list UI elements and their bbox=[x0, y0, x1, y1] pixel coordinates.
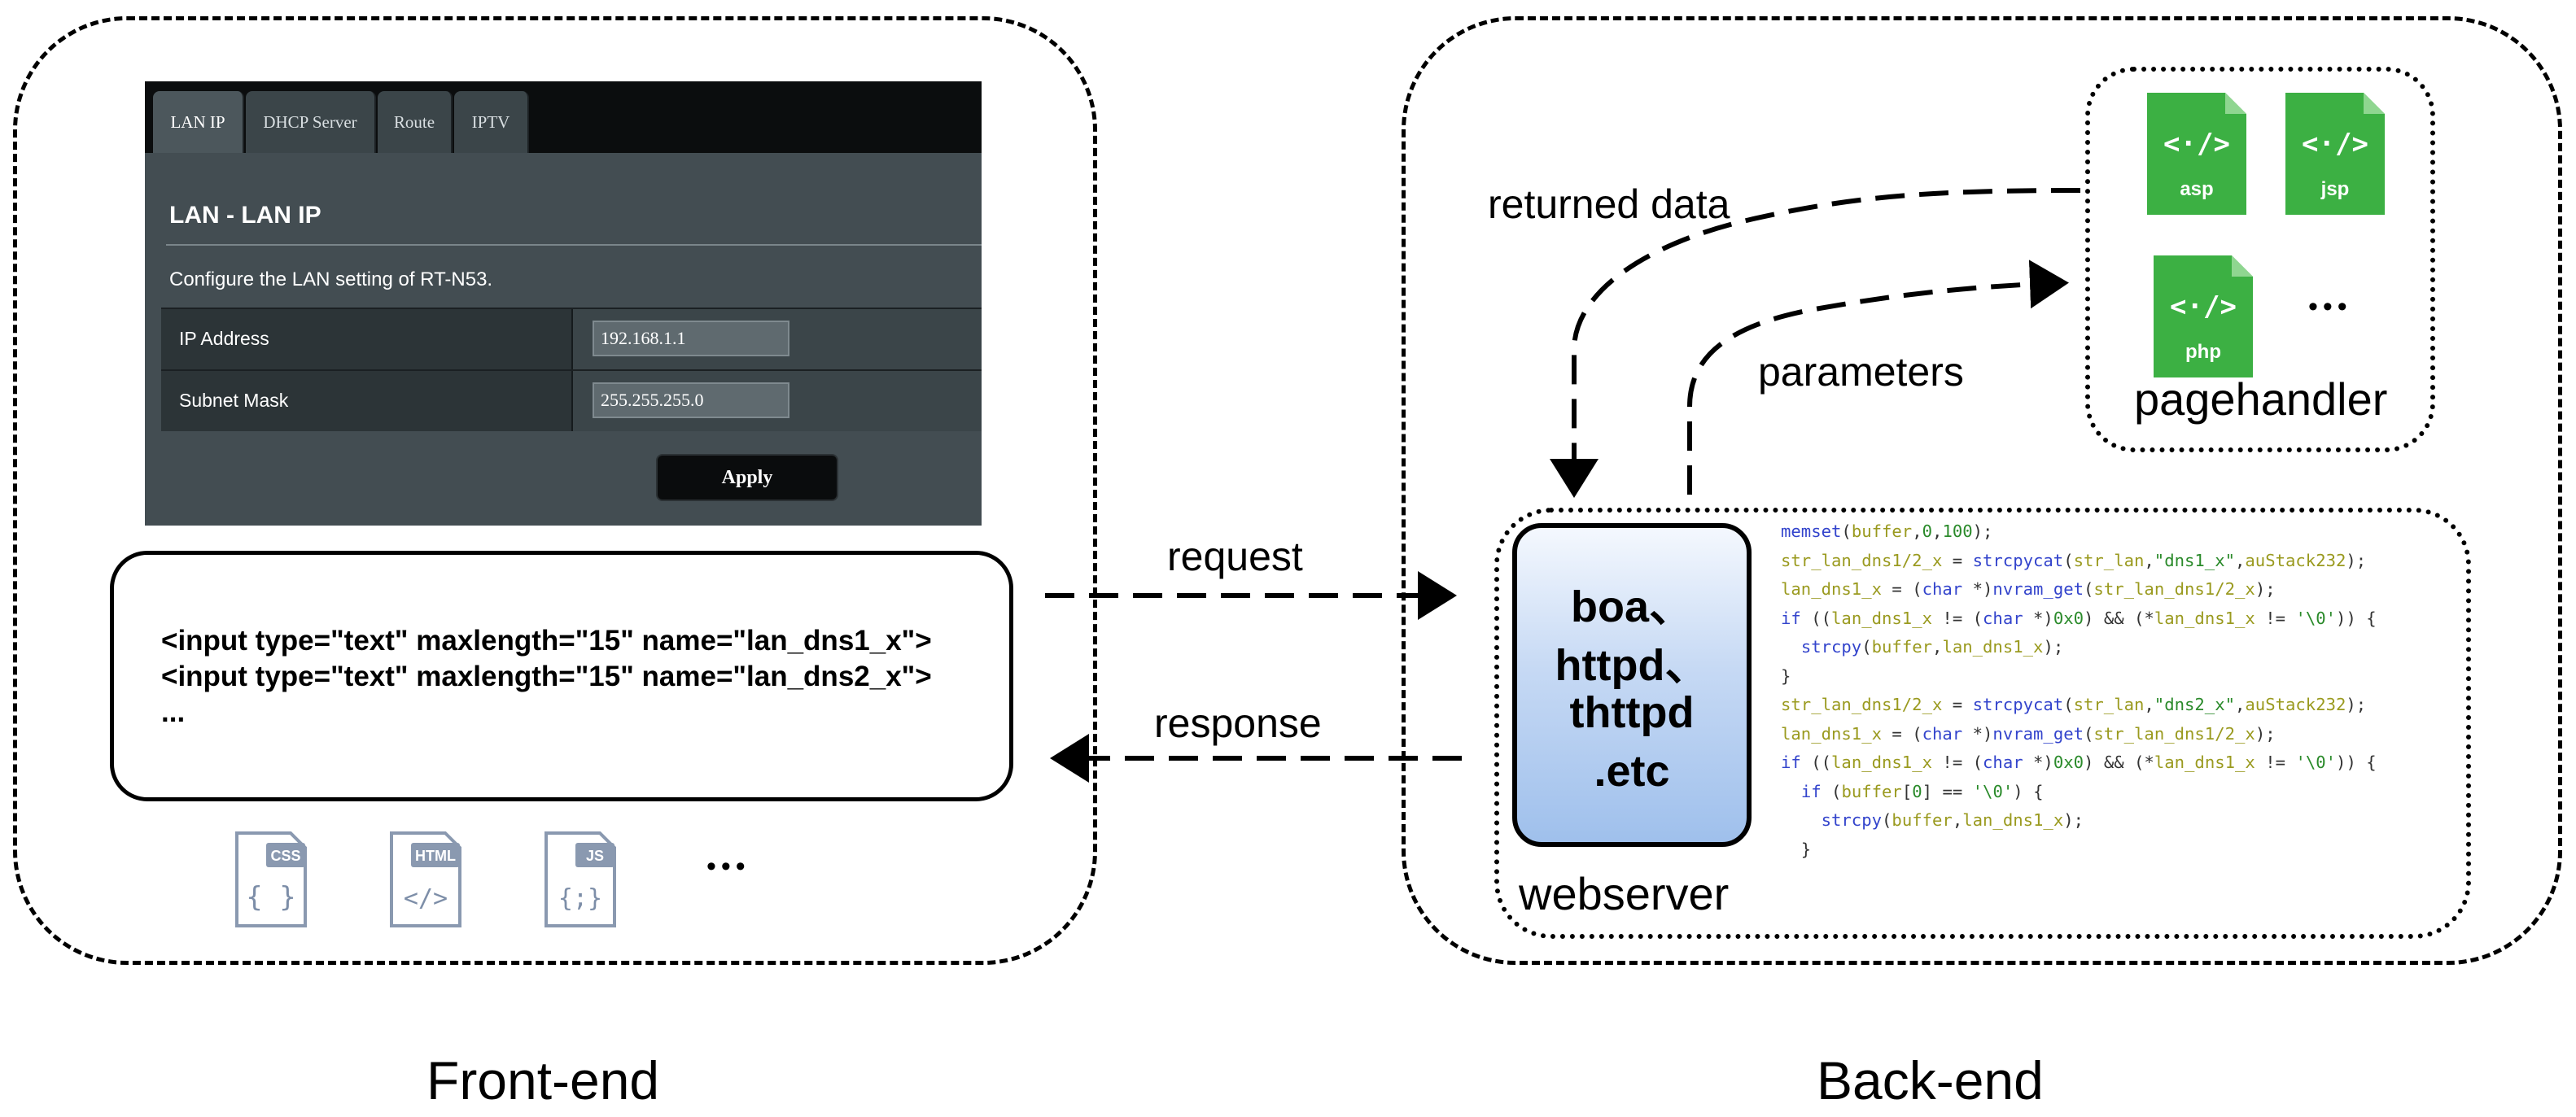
html-code-line: <input type="text" maxlength="15" name="… bbox=[161, 625, 932, 657]
svg-text:<·/>: <·/> bbox=[2170, 290, 2237, 323]
source-code-line: lan_dns1_x = (char *)nvram_get(str_lan_d… bbox=[1781, 723, 2276, 744]
svg-text:<·/>: <·/> bbox=[2302, 128, 2368, 160]
response-label: response bbox=[1154, 700, 1322, 746]
html-file-tag: HTML bbox=[415, 848, 456, 864]
asp-file-icon: <·/> asp bbox=[2147, 93, 2246, 215]
server-etc: .etc bbox=[1594, 747, 1670, 796]
source-code-line: if (buffer[0] == '\0') { bbox=[1800, 781, 2044, 801]
css-file-tag: CSS bbox=[270, 848, 300, 864]
ip-address-input[interactable]: 192.168.1.1 bbox=[593, 321, 789, 356]
server-programs-box: boa、 httpd、 thttpd .etc bbox=[1512, 523, 1752, 847]
svg-text:<·/>: <·/> bbox=[2163, 128, 2230, 160]
php-file-icon: <·/> php bbox=[2154, 255, 2253, 377]
source-code-line: str_lan_dns1/2_x = strcpycat(str_lan,"dn… bbox=[1781, 550, 2367, 570]
source-code-line: } bbox=[1781, 839, 1812, 859]
server-thttpd: thttpd bbox=[1569, 688, 1695, 737]
php-file-label: php bbox=[2185, 341, 2221, 363]
source-code-line: if ((lan_dns1_x != (char *)0x0) && (*lan… bbox=[1781, 608, 2377, 628]
html-code-line: ... bbox=[161, 696, 186, 728]
router-page-title: LAN - LAN IP bbox=[169, 202, 321, 229]
svg-text:{;}: {;} bbox=[558, 884, 602, 913]
jsp-file-icon: <·/> jsp bbox=[2285, 93, 2385, 215]
tab-route[interactable]: Route bbox=[378, 91, 453, 153]
frontend-ellipsis: ••• bbox=[706, 851, 750, 882]
pagehandler-box bbox=[2085, 67, 2435, 452]
row-separator bbox=[571, 309, 573, 369]
returned-data-label: returned data bbox=[1488, 181, 1730, 227]
server-boa: boa、 bbox=[1570, 582, 1693, 631]
svg-text:{ }: { } bbox=[246, 881, 295, 914]
server-httpd: httpd、 bbox=[1555, 641, 1709, 690]
ip-address-cell: 192.168.1.1 bbox=[573, 309, 982, 369]
frontend-section-label: Front-end bbox=[426, 1050, 660, 1110]
subnet-mask-row: Subnet Mask 255.255.255.0 bbox=[161, 369, 982, 431]
row-separator bbox=[571, 371, 573, 431]
js-file-tag: JS bbox=[586, 848, 604, 864]
tab-iptv[interactable]: IPTV bbox=[454, 91, 529, 153]
ip-address-row: IP Address 192.168.1.1 bbox=[161, 308, 982, 369]
html-code-line: <input type="text" maxlength="15" name="… bbox=[161, 661, 932, 692]
subnet-mask-input[interactable]: 255.255.255.0 bbox=[593, 382, 789, 418]
ip-address-label: IP Address bbox=[179, 328, 269, 349]
router-tab-bar: LAN IP DHCP Server Route IPTV bbox=[145, 81, 982, 153]
css-file-icon: CSS { } bbox=[234, 830, 308, 929]
subnet-mask-cell: 255.255.255.0 bbox=[573, 371, 982, 431]
parameters-label: parameters bbox=[1758, 349, 1964, 395]
webserver-label: webserver bbox=[1519, 868, 1730, 919]
source-code-line: memset(buffer,0,100); bbox=[1781, 521, 1993, 541]
jsp-file-label: jsp bbox=[2320, 178, 2350, 200]
router-admin-screenshot: LAN IP DHCP Server Route IPTV LAN - LAN … bbox=[145, 81, 982, 526]
html-code-box: <input type="text" maxlength="15" name="… bbox=[110, 551, 1013, 801]
frontend-group bbox=[13, 16, 1097, 965]
router-description: Configure the LAN setting of RT-N53. bbox=[169, 268, 493, 290]
asp-file-label: asp bbox=[2180, 178, 2213, 200]
router-divider bbox=[166, 244, 982, 246]
tab-lan-ip[interactable]: LAN IP bbox=[153, 91, 244, 153]
source-code-line: if ((lan_dns1_x != (char *)0x0) && (*lan… bbox=[1781, 753, 2377, 772]
svg-text:</>: </> bbox=[404, 884, 448, 913]
html-file-icon: HTML </> bbox=[388, 830, 463, 929]
source-code-listing: memset(buffer,0,100); str_lan_dns1/2_x = … bbox=[1781, 517, 2377, 864]
source-code-line: strcpy(buffer,lan_dns1_x); bbox=[1821, 810, 2084, 830]
webserver-box bbox=[1494, 508, 2471, 939]
source-code-line: } bbox=[1781, 665, 1791, 686]
apply-button[interactable]: Apply bbox=[656, 454, 838, 501]
backend-section-label: Back-end bbox=[1817, 1050, 2044, 1110]
source-code-line: lan_dns1_x = (char *)nvram_get(str_lan_d… bbox=[1781, 579, 2276, 599]
backend-group bbox=[1402, 16, 2562, 965]
source-code-line: str_lan_dns1/2_x = strcpycat(str_lan,"dn… bbox=[1781, 695, 2367, 714]
js-file-icon: JS {;} bbox=[543, 830, 618, 929]
tab-dhcp-server[interactable]: DHCP Server bbox=[246, 91, 376, 153]
request-label: request bbox=[1167, 534, 1303, 579]
pagehandler-label: pagehandler bbox=[2134, 373, 2388, 425]
source-code-line: strcpy(buffer,lan_dns1_x); bbox=[1800, 637, 2064, 657]
pagehandler-ellipsis: ••• bbox=[2308, 291, 2352, 322]
subnet-mask-label: Subnet Mask bbox=[179, 390, 289, 411]
